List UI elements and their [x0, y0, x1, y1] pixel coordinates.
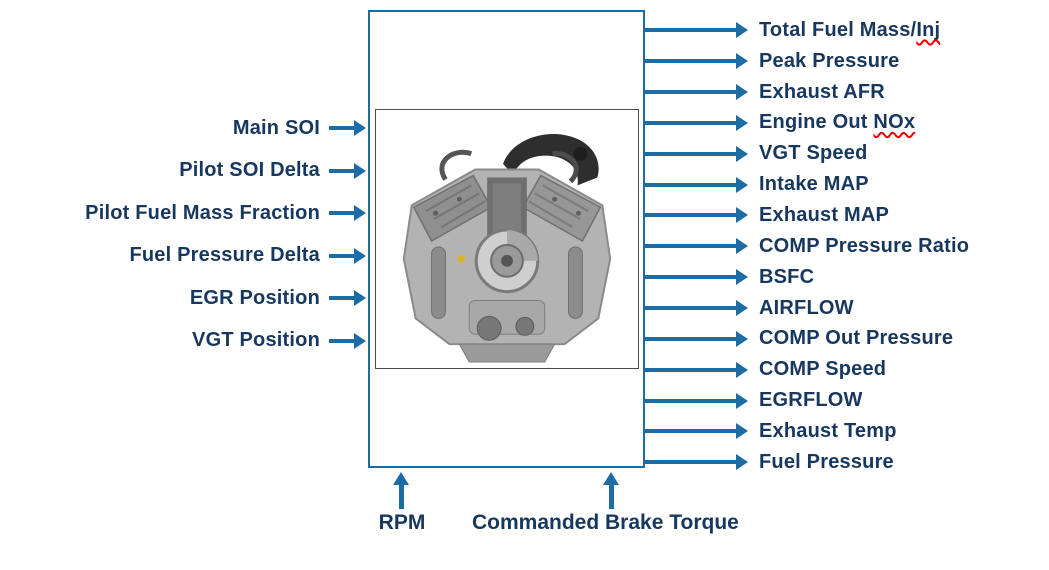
right-arrow-icon — [645, 300, 748, 317]
input-label: Pilot SOI Delta — [179, 159, 320, 182]
output-row: Peak Pressure — [645, 46, 1049, 77]
output-label: Engine Out NOx — [759, 111, 916, 134]
input-label-commanded-brake-torque: Commanded Brake Torque — [472, 511, 739, 534]
output-row: COMP Out Pressure — [645, 323, 1049, 354]
output-label: COMP Pressure Ratio — [759, 234, 970, 257]
output-label: Exhaust Temp — [759, 419, 897, 442]
engine-illustration — [375, 110, 638, 368]
output-row: Total Fuel Mass/Inj — [645, 15, 1049, 46]
output-label: BSFC — [759, 265, 815, 288]
arrow-stem — [609, 483, 614, 509]
arrow-up-icon — [603, 472, 620, 509]
output-label: EGRFLOW — [759, 389, 863, 412]
right-arrow-icon — [645, 176, 748, 193]
right-arrow-icon — [645, 145, 748, 162]
input-label: EGR Position — [189, 286, 320, 309]
output-row: Exhaust AFR — [645, 77, 1049, 108]
right-arrow-icon — [645, 114, 748, 131]
right-arrow-icon — [645, 84, 748, 101]
right-arrow-icon — [329, 247, 366, 264]
input-row: EGR Position — [0, 277, 368, 320]
engine-photo — [374, 109, 639, 369]
output-label: Total Fuel Mass/Inj — [759, 18, 941, 41]
misspelled-word: NOx — [873, 111, 916, 134]
right-arrow-icon — [329, 290, 366, 307]
output-row: BSFC — [645, 262, 1049, 293]
output-label: Fuel Pressure — [759, 450, 894, 473]
output-label: COMP Out Pressure — [759, 327, 954, 350]
misspelled-word: Inj — [916, 18, 941, 41]
right-arrow-icon — [329, 120, 366, 137]
input-row: Pilot SOI Delta — [0, 150, 368, 193]
arrow-up-icon — [393, 472, 410, 509]
input-row: VGT Position — [0, 320, 368, 363]
output-label: Peak Pressure — [759, 49, 900, 72]
right-arrow-icon — [329, 205, 366, 222]
right-arrow-icon — [645, 361, 748, 378]
right-arrow-icon — [645, 53, 748, 70]
right-arrow-icon — [645, 423, 748, 440]
input-row: Main SOI — [0, 107, 368, 150]
output-label: Exhaust MAP — [759, 203, 890, 226]
output-row: AIRFLOW — [645, 293, 1049, 324]
input-row: Fuel Pressure Delta — [0, 235, 368, 278]
engine-model-box — [368, 10, 645, 468]
right-arrow-icon — [645, 22, 748, 39]
right-arrow-icon — [645, 238, 748, 255]
input-label: Pilot Fuel Mass Fraction — [85, 201, 320, 224]
output-row: EGRFLOW — [645, 385, 1049, 416]
right-arrow-icon — [645, 392, 748, 409]
right-arrow-icon — [645, 454, 748, 471]
arrow-head — [603, 472, 619, 485]
output-label: COMP Speed — [759, 358, 887, 381]
output-row: Engine Out NOx — [645, 108, 1049, 139]
right-arrow-icon — [645, 330, 748, 347]
output-row: COMP Speed — [645, 354, 1049, 385]
output-row: VGT Speed — [645, 138, 1049, 169]
input-label-rpm: RPM — [378, 511, 426, 534]
input-label: Main SOI — [232, 116, 320, 139]
input-label: Fuel Pressure Delta — [129, 244, 320, 267]
output-label: Intake MAP — [759, 173, 869, 196]
right-arrow-icon — [329, 332, 366, 349]
arrow-stem — [399, 483, 404, 509]
output-row: Exhaust MAP — [645, 200, 1049, 231]
output-label: Exhaust AFR — [759, 80, 885, 103]
output-row: Fuel Pressure — [645, 447, 1049, 478]
arrow-head — [393, 472, 409, 485]
right-arrow-icon — [329, 162, 366, 179]
right-arrow-icon — [645, 207, 748, 224]
output-row: COMP Pressure Ratio — [645, 231, 1049, 262]
input-label: VGT Position — [192, 329, 320, 352]
output-label: AIRFLOW — [759, 296, 854, 319]
output-row: Intake MAP — [645, 169, 1049, 200]
right-arrow-icon — [645, 269, 748, 286]
input-row: Pilot Fuel Mass Fraction — [0, 192, 368, 235]
output-row: Exhaust Temp — [645, 416, 1049, 447]
output-label: VGT Speed — [759, 142, 868, 165]
